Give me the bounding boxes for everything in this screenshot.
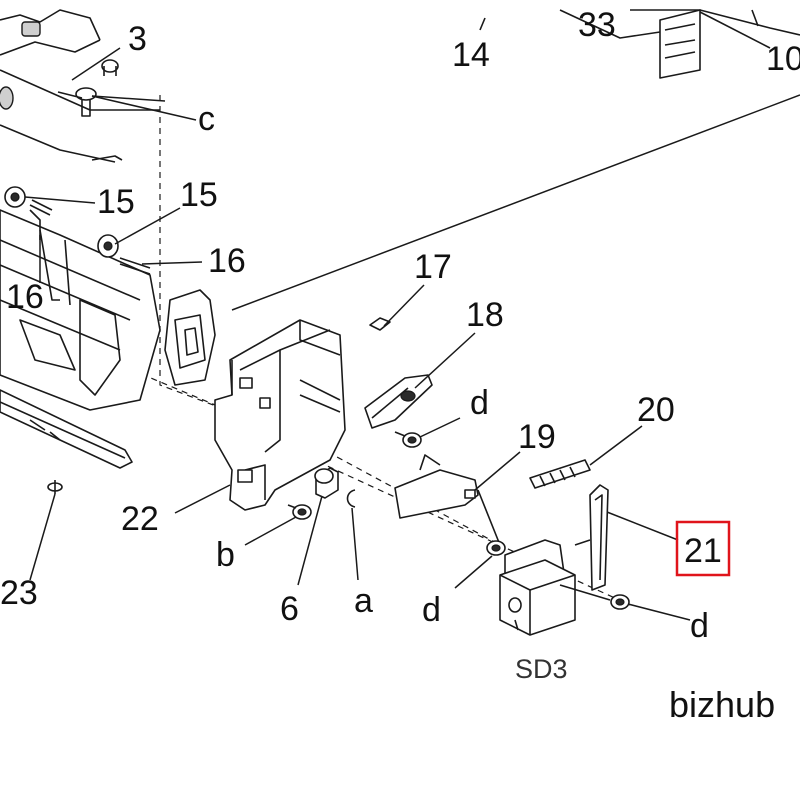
label-16-right: 16 (208, 242, 246, 280)
screw-b (287, 504, 312, 520)
upper-right-assembly (479, 9, 800, 79)
center-left-bracket (164, 289, 216, 386)
brand-label: bizhub (669, 684, 775, 725)
main-bracket (214, 319, 346, 511)
fastener-d-2 (486, 540, 506, 556)
part-17 (369, 317, 391, 331)
label-15-right: 15 (180, 176, 218, 214)
label-a: a (354, 582, 373, 620)
pin-23 (47, 480, 63, 494)
label-19: 19 (518, 418, 556, 456)
label-17: 17 (414, 248, 452, 286)
label-18: 18 (466, 296, 504, 334)
bushing-6 (314, 467, 339, 499)
fastener-d-1 (394, 431, 422, 448)
label-20: 20 (637, 391, 675, 429)
label-22: 22 (121, 500, 159, 538)
label-14: 14 (452, 36, 490, 74)
fastener-d-3 (610, 594, 630, 610)
part-21-arm (574, 484, 609, 591)
label-sd3: SD3 (515, 654, 568, 684)
label-d-3: d (690, 607, 709, 645)
label-10: 10 (766, 40, 800, 78)
label-c: c (198, 100, 215, 138)
solenoid-sd3 (499, 539, 611, 636)
label-d-2: d (422, 591, 441, 629)
label-23: 23 (0, 574, 38, 612)
label-d-1: d (470, 384, 489, 422)
label-15-left: 15 (97, 183, 135, 221)
label-6: 6 (280, 590, 299, 628)
part-20-spring (529, 459, 591, 489)
upper-left-assembly (0, 9, 160, 163)
left-roller-frame (0, 186, 161, 469)
callout-labels: 3 c 14 33 10 15 15 16 16 17 18 d 19 20 2… (0, 6, 800, 725)
part-19-lever (394, 454, 501, 546)
label-b: b (216, 536, 235, 574)
label-16-left: 16 (6, 278, 44, 316)
e-ring-a (346, 489, 356, 508)
leader-lines (24, 47, 691, 621)
label-33: 33 (578, 6, 616, 44)
highlight-box-21 (675, 520, 731, 577)
label-21: 21 (684, 532, 722, 570)
part-18-cam (364, 374, 433, 429)
label-3: 3 (128, 20, 147, 58)
